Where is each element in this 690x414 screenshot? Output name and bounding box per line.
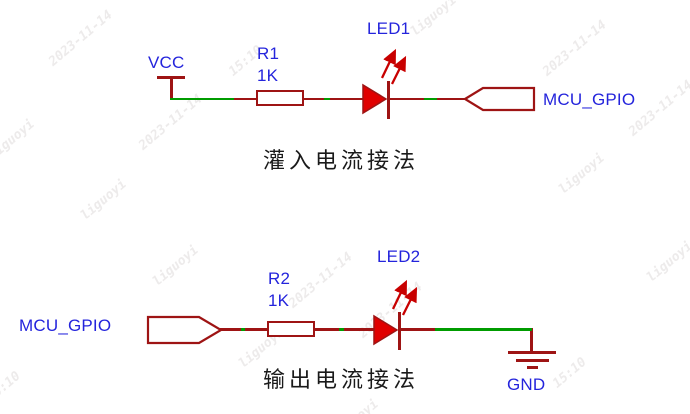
emission-arrow-icon	[380, 48, 396, 79]
port-connector-mcu-gpio-bottom	[146, 315, 224, 345]
resistor-r2-body	[267, 321, 315, 337]
watermark-text: 15:10	[0, 368, 24, 406]
led-triangle	[373, 314, 399, 346]
wire-green-tick	[324, 97, 330, 100]
led2-symbol	[373, 279, 418, 350]
port-connector-mcu-gpio-top	[462, 86, 536, 112]
gnd-bar-3	[527, 366, 538, 369]
wire-r2-to-led2	[315, 328, 375, 331]
resistor-r1-body	[256, 90, 304, 106]
watermark-text: 15:10	[550, 354, 590, 392]
mcu-gpio-label-top: MCU_GPIO	[543, 90, 636, 109]
watermark-text: liguoyi	[0, 116, 38, 164]
led2-label: LED2	[377, 247, 421, 266]
vcc-net-label: VCC	[148, 53, 185, 72]
mcu-gpio-label-bottom: MCU_GPIO	[19, 316, 112, 335]
watermark-text: liguoyi	[556, 150, 608, 198]
emission-arrow-icon	[391, 279, 407, 310]
wire-vcc-green-segment	[170, 97, 234, 100]
resistor-r2-ref: R2	[268, 269, 291, 288]
resistor-r2-value: 1K	[268, 291, 290, 310]
led1-label: LED1	[367, 19, 411, 38]
wire-green-tick	[339, 328, 344, 331]
led1-symbol	[362, 48, 407, 119]
gnd-net-label: GND	[507, 375, 546, 394]
vcc-stem-wire	[170, 78, 173, 99]
watermark-text: liguoyi	[78, 176, 130, 224]
resistor-r1-value: 1K	[257, 66, 279, 85]
watermark-text: 2023-11-14	[136, 91, 206, 154]
source-caption: 输出电流接法	[263, 367, 420, 392]
wire-green-tick	[241, 328, 245, 331]
emission-arrow-icon	[390, 55, 407, 85]
wire-led2-red-segment	[400, 328, 440, 331]
wire-to-r1	[233, 97, 257, 100]
gnd-stem-wire	[530, 328, 533, 352]
resistor-r1-ref: R1	[257, 44, 280, 63]
watermark-text: liguoyi	[150, 242, 202, 290]
gnd-bar-1	[508, 351, 556, 354]
wire-led2-to-gnd-green	[435, 328, 532, 331]
port-flag-shape	[462, 86, 536, 112]
watermark-text: liguoyi	[644, 238, 690, 286]
gnd-bar-2	[516, 359, 549, 362]
wire-r1-to-led1	[304, 97, 364, 100]
wire-green-segment	[424, 97, 437, 100]
watermark-text: 2023-11-14	[626, 77, 690, 140]
led-triangle	[362, 83, 388, 115]
emission-arrow-icon	[401, 286, 418, 316]
watermark-text: 2023-11-14	[286, 249, 356, 312]
watermark-text: liguoyi	[330, 397, 382, 414]
port-flag-shape	[146, 315, 224, 345]
watermark-text: 2023-11-14	[46, 7, 116, 70]
watermark-text: 2023-11-14	[540, 17, 610, 80]
sink-caption: 灌入电流接法	[263, 148, 420, 173]
vcc-power-bar-symbol	[157, 76, 185, 79]
